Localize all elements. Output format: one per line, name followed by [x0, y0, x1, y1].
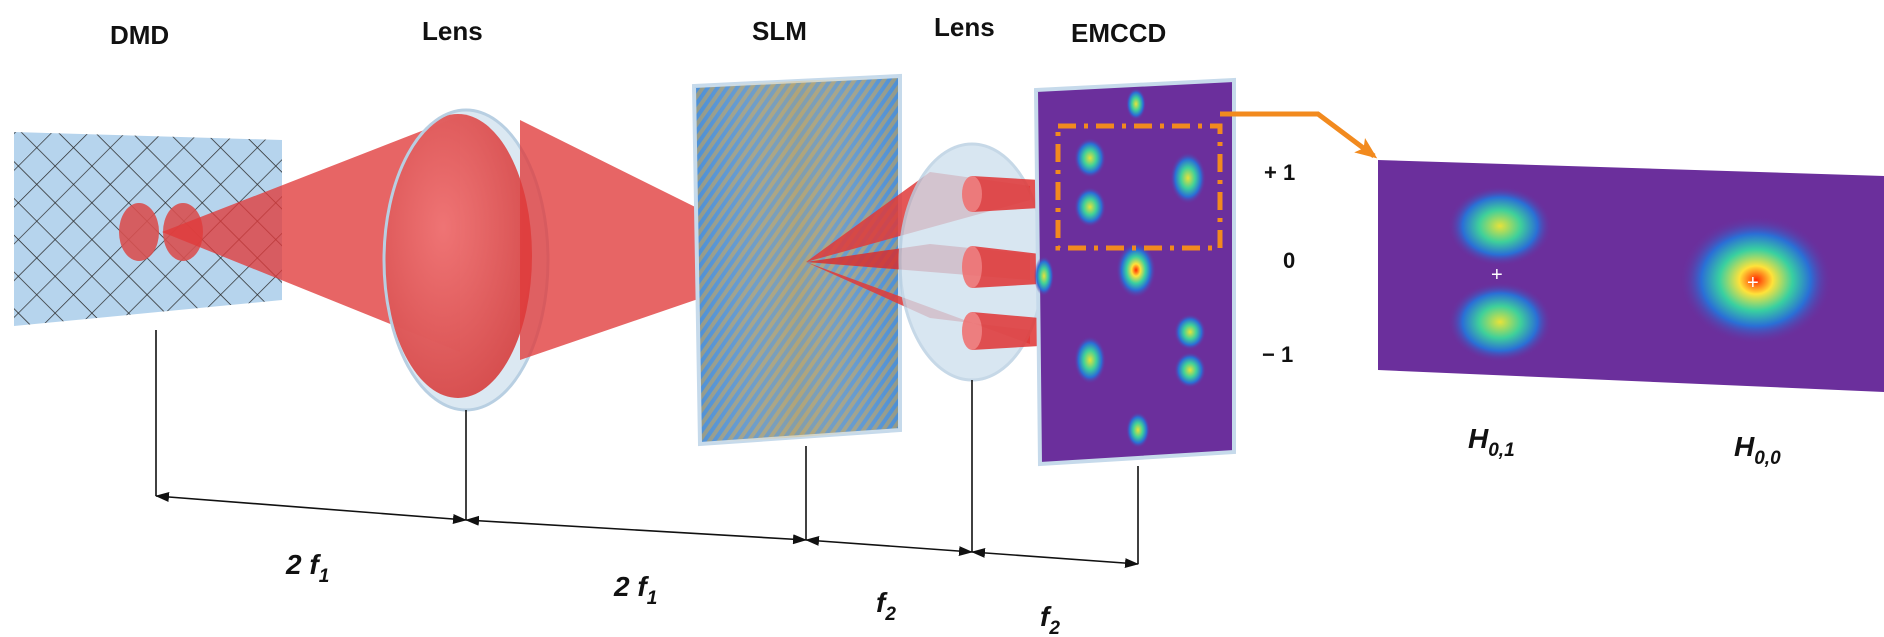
lens2-label: Lens [934, 12, 995, 42]
distance-d1: 2 f1 [285, 549, 329, 587]
roi-box [1055, 123, 1223, 251]
h01-center-mark: + [1491, 264, 1503, 286]
distance-arrows [155, 492, 1139, 569]
mode-zoom-panel: + + [1378, 160, 1884, 392]
slm-label: SLM [752, 16, 807, 46]
h00-spot [1680, 216, 1832, 344]
beam-cylinders [962, 176, 1040, 350]
distance-d2: 2 f1 [613, 571, 657, 609]
callout-arrow [1220, 111, 1378, 159]
distance-d3: f2 [876, 587, 896, 625]
lens1 [382, 108, 550, 412]
h00-center-mark: + [1747, 272, 1759, 294]
mode-h01-label: H0,1 [1468, 423, 1515, 461]
slm-panel [691, 73, 902, 447]
lens1-label: Lens [422, 16, 483, 46]
emccd-label: EMCCD [1071, 18, 1166, 48]
order-plus-one: + 1 [1264, 160, 1295, 185]
distance-d4: f2 [1040, 601, 1060, 637]
h01-upper-lobe [1448, 186, 1552, 266]
dmd-label: DMD [110, 20, 169, 50]
order-zero: 0 [1283, 248, 1295, 273]
emccd-panel [1033, 77, 1236, 467]
mode-h00-label: H0,0 [1734, 431, 1781, 469]
order-minus-one: − 1 [1262, 342, 1293, 367]
beam-lens-slm [520, 120, 806, 360]
h01-lower-lobe [1448, 282, 1552, 362]
